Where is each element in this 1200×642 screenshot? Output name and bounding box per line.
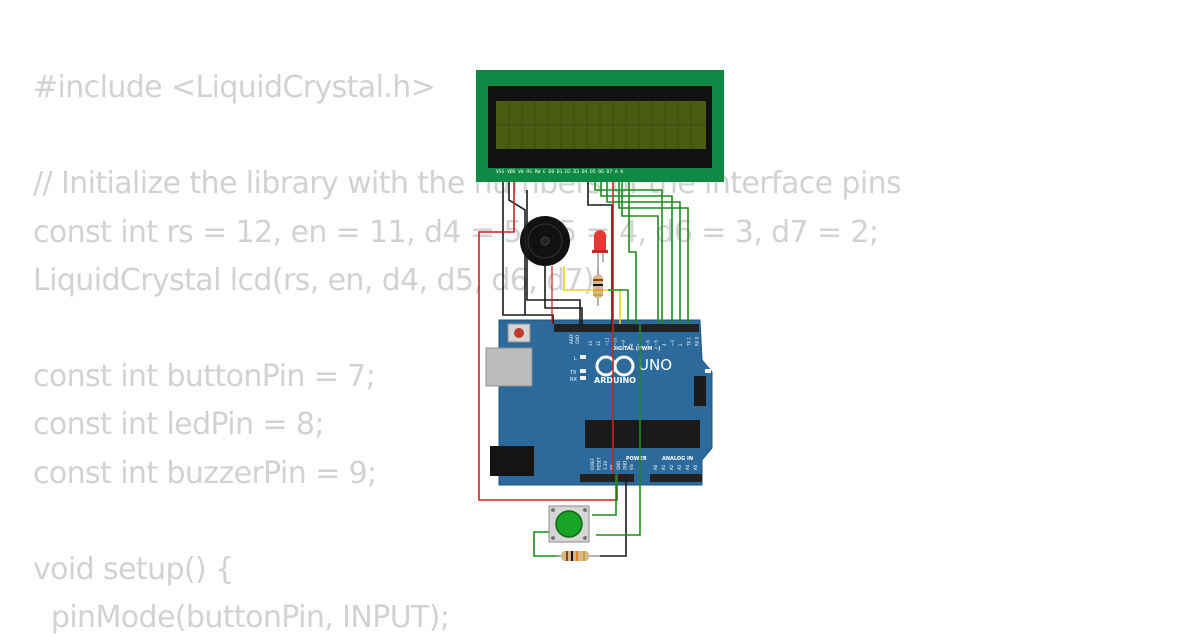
arduino-brand: ARDUINO xyxy=(594,376,636,385)
pin-label: ~9 xyxy=(621,340,626,346)
analog-in-label: ANALOG IN xyxy=(662,456,693,462)
pin-label: 13 xyxy=(588,340,593,346)
led-resistor[interactable] xyxy=(593,268,603,306)
code-line: void setup() { xyxy=(33,551,234,587)
pin-label: IOREF xyxy=(590,457,595,470)
wires xyxy=(478,182,689,557)
piezo-buzzer[interactable] xyxy=(520,216,570,266)
analog-header xyxy=(650,474,702,482)
code-line: const int buzzerPin = 9; xyxy=(33,455,377,491)
pin-label: ~5 xyxy=(654,340,659,346)
code-line: const int ledPin = 8; xyxy=(33,407,324,443)
on-led xyxy=(705,369,711,373)
pin-label: 12 xyxy=(596,340,601,346)
power-label: POWER xyxy=(626,456,647,462)
icsp-header xyxy=(694,376,706,406)
pin-label: 8 xyxy=(629,343,634,346)
pin-label: 4 xyxy=(662,343,667,346)
pin-label: GND xyxy=(623,461,628,470)
digital-header xyxy=(554,324,699,332)
l-led xyxy=(580,355,586,359)
atmega-chip xyxy=(585,420,700,448)
button-cap xyxy=(555,510,583,538)
pin-label: 2 xyxy=(678,343,683,346)
pin-label: A4 xyxy=(685,464,690,470)
aref-label: AREF xyxy=(569,333,574,344)
buzzer-center xyxy=(540,236,550,246)
pin-label: A2 xyxy=(669,464,674,470)
lcd-pin-labels: VSS VDD V0 RS RW E D0 D1 D2 D3 D4 D5 D6 … xyxy=(496,169,623,175)
power-header xyxy=(580,474,634,482)
uno-label: UNO xyxy=(638,356,672,374)
code-line: LiquidCrystal lcd(rs, en, d4, d5, d6, d7… xyxy=(33,262,604,298)
tx-led xyxy=(580,369,586,373)
arduino-uno-board[interactable]: UNO ARDUINO DIGITAL (PWM ~) POWER ANALOG… xyxy=(485,319,723,486)
led-body xyxy=(594,230,606,250)
pin-label: A0 xyxy=(653,464,658,470)
usb-port xyxy=(485,347,533,387)
code-line: #include <LiquidCrystal.h> xyxy=(33,70,436,105)
red-led[interactable] xyxy=(592,230,608,275)
code-line: pinMode(buttonPin, INPUT); xyxy=(33,600,450,636)
pin-label: TX 1 xyxy=(686,337,691,347)
pin-label: Vin xyxy=(629,463,634,470)
pin-label: ~3 xyxy=(670,340,675,346)
buzzer-ring xyxy=(527,223,563,259)
pin-label: ~6 xyxy=(645,340,650,346)
pulldown-resistor[interactable] xyxy=(556,551,600,561)
pin-label: RX 0 xyxy=(695,336,700,346)
l-led-label: L xyxy=(574,356,577,362)
arduino-logo-right xyxy=(613,355,635,377)
pin-label: ~10 xyxy=(613,337,618,346)
power-jack xyxy=(490,446,534,476)
push-button[interactable] xyxy=(548,505,590,543)
pin-label: ~11 xyxy=(604,337,609,346)
code-line: const int buttonPin = 7; xyxy=(33,359,376,395)
pin-label: RESET xyxy=(597,457,602,470)
pin-label: A5 xyxy=(693,464,698,470)
pin-label: 3.3V xyxy=(603,461,608,470)
code-line: const int rs = 12, en = 11, d4 = 5, d5 =… xyxy=(33,214,879,250)
on-label: ON xyxy=(715,370,723,376)
lcd-module[interactable]: VSS VDD V0 RS RW E D0 D1 D2 D3 D4 D5 D6 … xyxy=(476,70,724,182)
tx-led-label: TX xyxy=(569,370,577,376)
pin-label: A1 xyxy=(661,464,666,470)
reset-button-cap xyxy=(514,328,524,338)
pin-label: A3 xyxy=(677,464,682,470)
rx-led-label: RX xyxy=(570,377,577,383)
pin-label: GND xyxy=(616,461,621,470)
digital-pwm-label: DIGITAL (PWM ~) xyxy=(612,346,660,352)
pin-label: 5V xyxy=(610,464,615,470)
gnd-label: GND xyxy=(575,335,580,344)
rx-led xyxy=(580,376,586,380)
led-base xyxy=(592,250,608,253)
